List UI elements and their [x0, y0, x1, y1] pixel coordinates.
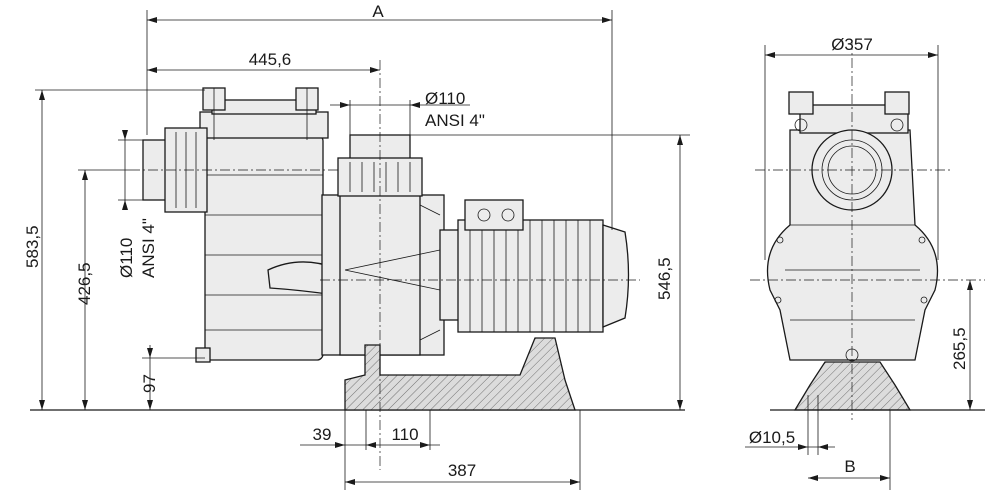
dim-inlet-to-outlet-label: 445,6 [249, 50, 292, 69]
strainer-pot [195, 87, 329, 363]
base-hole-spacing-label: 110 [391, 425, 418, 444]
pump-base [344, 337, 576, 411]
base-width-label: B [844, 457, 855, 476]
inlet-standard-label: ANSI 4" [139, 218, 158, 278]
outlet-standard-label: ANSI 4" [425, 111, 485, 130]
base-offset-label: 39 [313, 425, 332, 444]
dim-overall-height [35, 89, 205, 410]
mount-hole-label: Ø10,5 [749, 428, 795, 447]
outlet-diameter-label: Ø110 [425, 89, 465, 108]
pump-housing [321, 194, 445, 356]
inlet-height-label: 426,5 [75, 262, 94, 305]
motor [439, 199, 630, 333]
dim-overall-length-label: A [372, 2, 384, 21]
dim-shaft-height [967, 280, 973, 410]
terminal-box [464, 199, 524, 231]
drain-height-label: 97 [140, 374, 159, 393]
dim-inlet-height [78, 169, 130, 410]
dim-inlet-diameter [118, 130, 143, 210]
outlet-height-label: 546,5 [655, 257, 674, 300]
side-housing [766, 129, 939, 361]
dim-pot-diameter [764, 45, 939, 260]
dim-inlet-to-outlet [147, 67, 380, 73]
front-view: A 445,6 Ø110 ANSI 4" Ø110 ANSI 4" [23, 2, 690, 490]
overall-height-label: 583,5 [23, 225, 42, 268]
dim-mount-hole [745, 395, 835, 455]
dim-base-holes [300, 410, 440, 490]
inlet-diameter-label: Ø110 [117, 238, 136, 278]
dim-outlet-diameter [330, 100, 470, 135]
dim-base-width [808, 410, 891, 490]
side-view: Ø357 265,5 Ø10,5 B [745, 35, 985, 490]
base-length-label: 387 [448, 461, 476, 480]
side-base [793, 361, 912, 411]
dim-overall-length [146, 10, 613, 230]
dim-outlet-height [410, 134, 690, 410]
dim-drain-height [142, 345, 205, 410]
shaft-height-label: 265,5 [950, 327, 969, 370]
pot-diameter-label: Ø357 [831, 35, 873, 54]
dim-base-length [345, 410, 581, 490]
